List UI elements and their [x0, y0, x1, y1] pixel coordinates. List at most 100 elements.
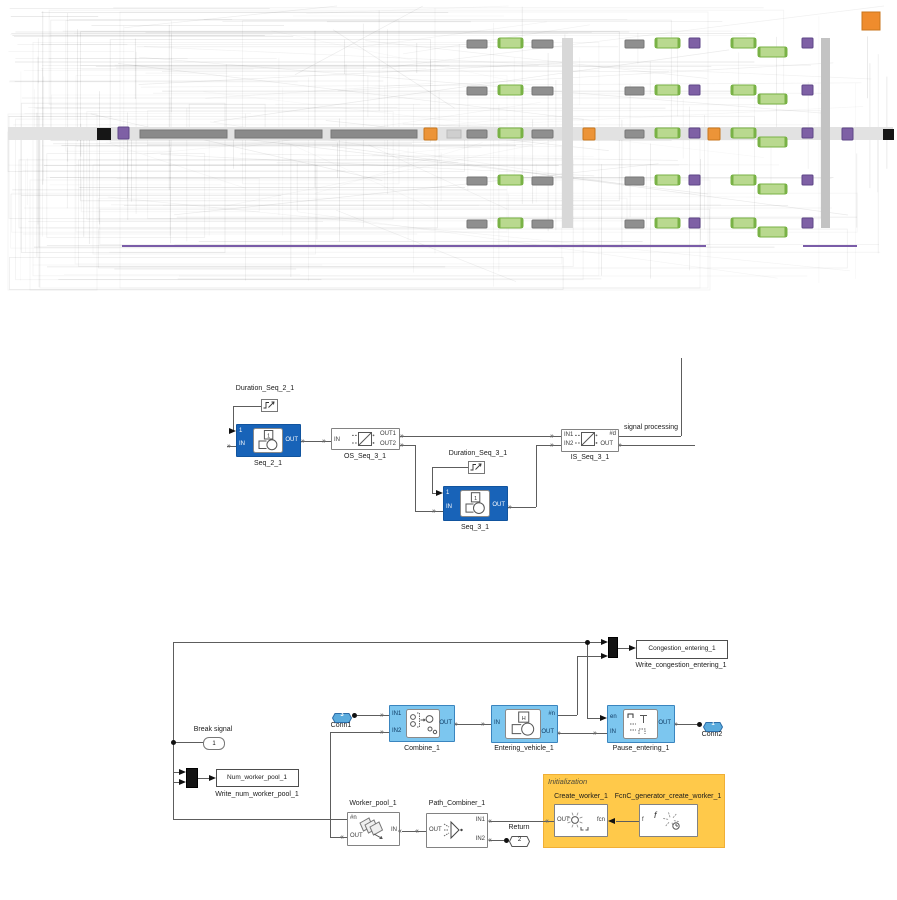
wire-arrowhead [179, 768, 186, 775]
wire[interactable] [536, 445, 537, 507]
wire[interactable] [587, 642, 588, 718]
port-number: 3 [340, 712, 344, 718]
wire[interactable] [400, 436, 561, 437]
wire-junction-dot [351, 712, 357, 718]
entity-chevron: » [557, 729, 561, 737]
port-label: #n [350, 815, 357, 821]
wire-junction-dot [170, 739, 176, 745]
fcnc-generator-create-worker-1-block[interactable] [639, 804, 698, 837]
port-label: 1 [446, 490, 450, 496]
svg-text:1: 1 [267, 433, 270, 439]
entity-chevron: » [400, 441, 404, 449]
wire[interactable] [616, 821, 639, 822]
port-number: 2 [517, 836, 522, 843]
wire[interactable] [432, 493, 436, 494]
wire[interactable] [587, 718, 600, 719]
block-label: Duration_Seq_2_1 [235, 385, 295, 392]
block-label: Path_Combiner_1 [428, 800, 486, 807]
break-signal-port[interactable]: 1 [203, 737, 225, 750]
wire[interactable] [330, 732, 331, 837]
model-overview-thumbnail[interactable] [0, 0, 897, 300]
wire[interactable] [173, 819, 347, 820]
wire-junction-dot [584, 639, 590, 645]
conn1-port[interactable]: 3 [331, 710, 353, 723]
wire[interactable] [415, 511, 443, 512]
entity-chevron: » [508, 503, 512, 511]
wire[interactable] [489, 821, 554, 822]
block-label: Seq_2_1 [253, 460, 283, 467]
block-label: Duration_Seq_3_1 [448, 450, 508, 457]
port-label: IN1 [392, 711, 402, 717]
wire[interactable] [618, 648, 629, 649]
wire[interactable] [455, 724, 491, 725]
block-label: Write_num_worker_pool_1 [215, 791, 299, 798]
wire-arrowhead [600, 714, 607, 721]
wire[interactable] [577, 656, 578, 715]
mux-congestion[interactable] [608, 637, 618, 658]
area-title: Initialization [548, 777, 588, 786]
port-label: OUT [658, 720, 671, 726]
wire[interactable] [508, 507, 536, 508]
wire[interactable] [357, 715, 389, 716]
path-combiner-1-block[interactable] [426, 813, 488, 848]
wire[interactable] [330, 732, 389, 733]
wire[interactable] [675, 724, 697, 725]
wire[interactable] [175, 742, 203, 743]
wire[interactable] [432, 467, 468, 468]
port-label: fcn [596, 817, 605, 823]
wire[interactable] [173, 642, 174, 819]
input-switch-icon [575, 430, 599, 448]
wire[interactable] [227, 446, 236, 447]
wire[interactable] [330, 837, 347, 838]
wire-arrowhead [229, 427, 236, 434]
wire[interactable] [536, 445, 561, 446]
port-label: OUT [492, 502, 505, 508]
return-port[interactable]: 2 [508, 834, 531, 847]
port-label: OUT [350, 833, 363, 839]
wire[interactable] [432, 467, 433, 493]
wire[interactable] [415, 445, 416, 511]
entity-chevron: » [380, 728, 384, 736]
write-num-worker-pool-1-block[interactable] [216, 769, 299, 787]
wire[interactable] [681, 358, 682, 436]
worker-pool-1-block[interactable] [347, 812, 400, 846]
port-label: IN1 [475, 817, 485, 823]
wire[interactable] [233, 406, 261, 407]
wire[interactable] [558, 733, 607, 734]
block-label: Worker_pool_1 [349, 800, 397, 807]
wire-junction-dot [503, 837, 509, 843]
entity-chevron: » [550, 441, 554, 449]
wire[interactable] [402, 831, 426, 832]
wire-arrowhead [436, 489, 443, 496]
wire[interactable] [489, 840, 504, 841]
mux-num-worker[interactable] [186, 768, 198, 788]
wire[interactable] [558, 715, 577, 716]
port-label: IN [446, 504, 452, 510]
entity-chevron: » [432, 507, 436, 515]
port-label: en [610, 714, 617, 720]
wire[interactable] [198, 778, 209, 779]
wire[interactable] [233, 406, 234, 431]
wire[interactable] [619, 436, 681, 437]
write-congestion-entering-1-block[interactable] [636, 640, 728, 659]
block-label: OS_Seq_3_1 [343, 453, 387, 460]
wire[interactable] [619, 445, 695, 446]
wire[interactable] [301, 441, 331, 442]
entity-server-icon: 1 [253, 428, 283, 453]
create-worker-1-block[interactable] [554, 804, 608, 837]
wire[interactable] [577, 656, 601, 657]
entity-gate-icon [623, 709, 658, 739]
wire[interactable] [173, 772, 179, 773]
wire[interactable] [400, 445, 415, 446]
entity-combiner-icon [406, 709, 440, 738]
wire[interactable] [173, 782, 179, 783]
block-label: Seq_3_1 [460, 524, 490, 531]
entity-chevron: « [488, 817, 492, 825]
conn2-port[interactable]: 1 [702, 719, 724, 732]
wire-arrowhead [608, 817, 615, 824]
function-caller-icon: f [652, 807, 686, 834]
wire[interactable] [173, 642, 602, 643]
entity-chevron: « [398, 827, 402, 835]
entity-chevron: » [400, 432, 404, 440]
port-label: OUT [541, 729, 554, 735]
